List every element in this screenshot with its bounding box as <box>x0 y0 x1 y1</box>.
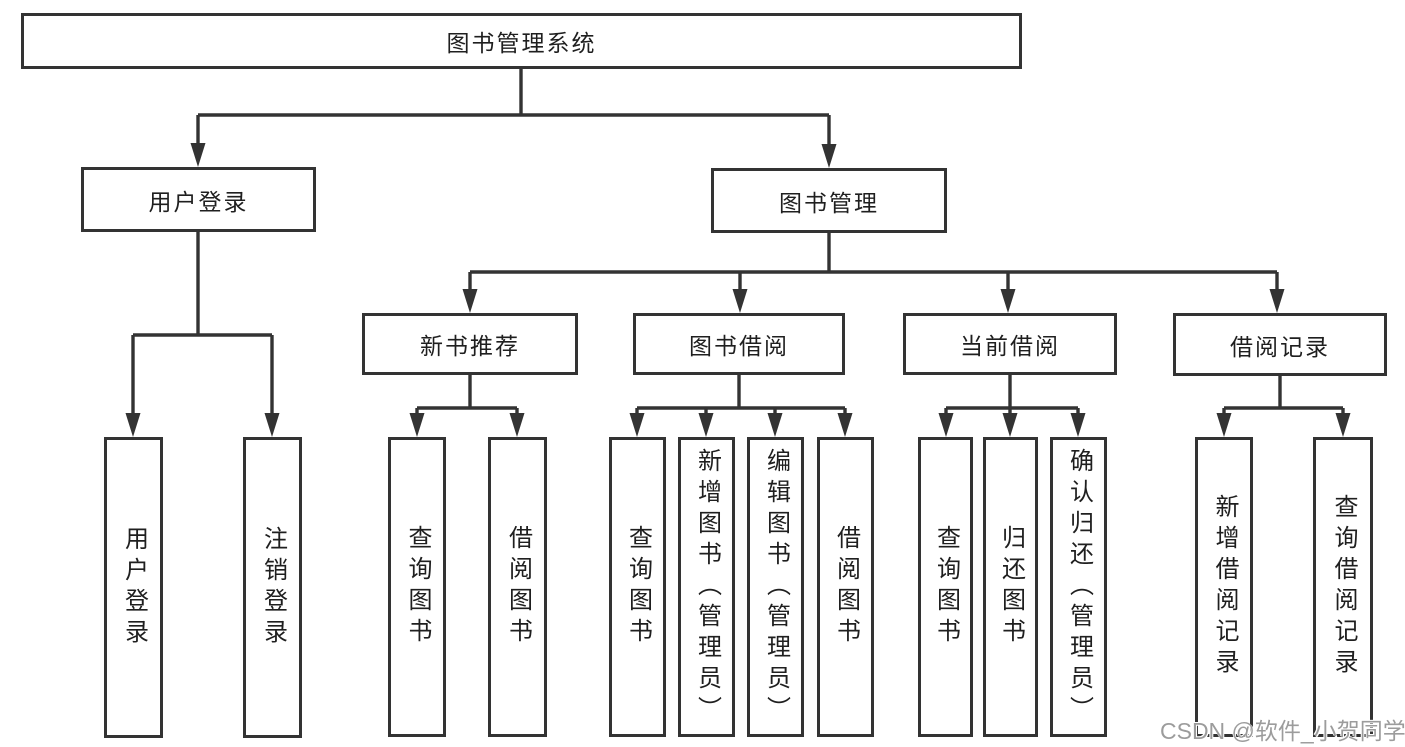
leaf-confirm-return-admin: 确认归还（管理员） <box>1050 437 1107 737</box>
leaf-borrow-books-2: 借阅图书 <box>817 437 874 737</box>
leaf-edit-books-admin: 编辑图书（管理员） <box>747 437 804 737</box>
node-book-management: 图书管理 <box>711 168 947 233</box>
leaf-query-books-3: 查询图书 <box>918 437 973 737</box>
leaf-query-books-2: 查询图书 <box>609 437 666 737</box>
leaf-query-books-1: 查询图书 <box>388 437 446 737</box>
leaf-query-borrow-record: 查询借阅记录 <box>1313 437 1373 737</box>
node-current-borrow: 当前借阅 <box>903 313 1117 375</box>
node-book-borrow: 图书借阅 <box>633 313 845 375</box>
leaf-add-borrow-record: 新增借阅记录 <box>1195 437 1253 737</box>
node-root-library-system: 图书管理系统 <box>21 13 1022 69</box>
node-new-book-recommend: 新书推荐 <box>362 313 578 375</box>
node-borrow-records: 借阅记录 <box>1173 313 1387 376</box>
leaf-logout: 注销登录 <box>243 437 302 738</box>
leaf-add-books-admin: 新增图书（管理员） <box>678 437 735 737</box>
csdn-watermark: CSDN @软件_小贺同学 <box>1160 718 1405 744</box>
leaf-return-books: 归还图书 <box>983 437 1038 737</box>
leaf-user-login: 用户登录 <box>104 437 163 738</box>
node-user-login: 用户登录 <box>81 167 316 232</box>
leaf-borrow-books-1: 借阅图书 <box>488 437 547 737</box>
